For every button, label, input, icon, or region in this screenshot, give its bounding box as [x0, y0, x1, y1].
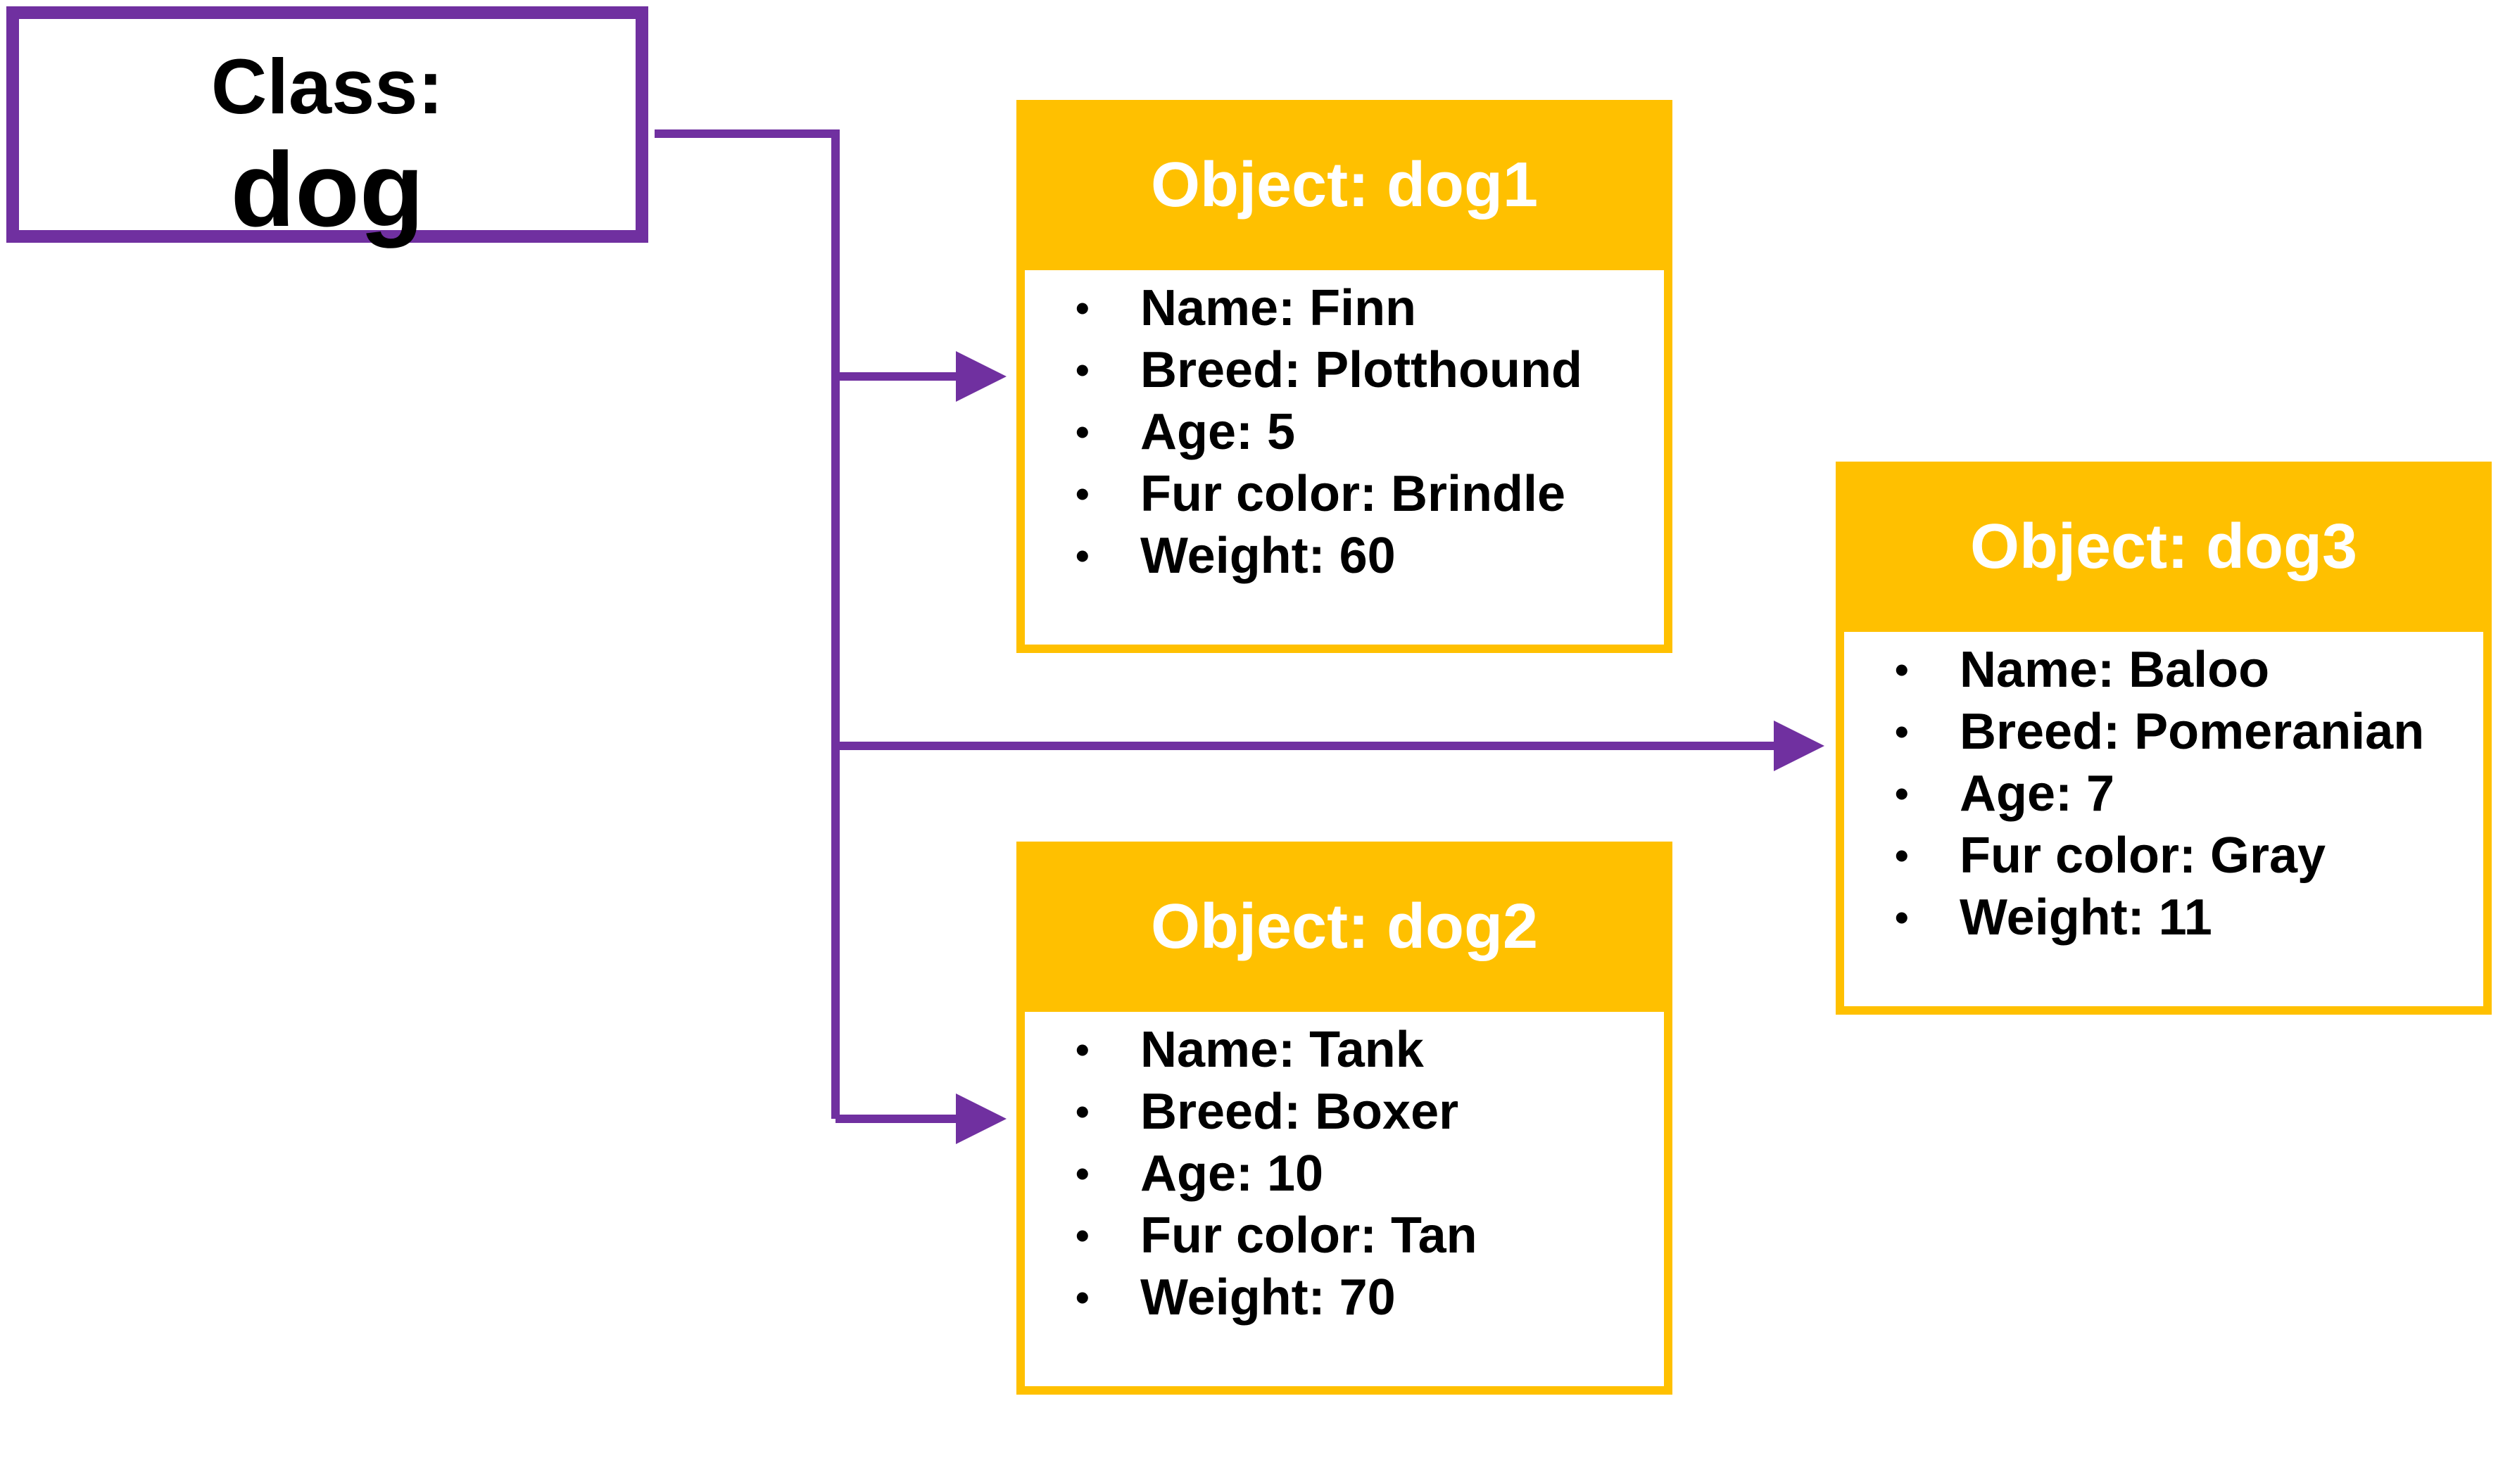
attribute-text: Breed: Boxer	[1140, 1084, 1459, 1140]
attribute-item: • Age: 7	[1844, 763, 2424, 825]
attribute-list: • Name: Tank • Breed: Boxer • Age: 10 • Fur …	[1025, 1019, 1477, 1328]
attribute-text: Fur color: Brindle	[1140, 466, 1566, 522]
bullet-icon: •	[1076, 286, 1090, 330]
bullet-icon: •	[1076, 533, 1090, 578]
attribute-text: Name: Finn	[1140, 280, 1417, 336]
attribute-text: Age: 7	[1960, 766, 2115, 822]
object-title: Object: dog1	[1016, 100, 1672, 270]
attribute-text: Name: Baloo	[1960, 642, 2270, 698]
attribute-text: Age: 10	[1140, 1146, 1324, 1202]
object-card-dog3: Object: dog3 • Name: Baloo • Breed: Pomera…	[1836, 462, 2492, 1015]
bullet-icon: •	[1895, 895, 1909, 939]
attribute-item: • Weight: 60	[1025, 525, 1582, 587]
attribute-item: • Name: Baloo	[1844, 639, 2424, 701]
bullet-icon: •	[1076, 471, 1090, 516]
attribute-text: Weight: 70	[1140, 1269, 1396, 1326]
bullet-icon: •	[1076, 1213, 1090, 1257]
bullet-icon: •	[1895, 709, 1909, 754]
attribute-item: • Fur color: Tan	[1025, 1205, 1477, 1267]
attribute-text: Name: Tank	[1140, 1022, 1424, 1078]
object-card-dog1: Object: dog1 • Name: Finn • Breed: Plottho…	[1016, 100, 1672, 653]
attribute-item: • Breed: Boxer	[1025, 1081, 1477, 1143]
class-box: Class: dog	[6, 6, 648, 248]
bullet-icon: •	[1895, 771, 1909, 816]
attribute-item: • Breed: Pomeranian	[1844, 701, 2424, 763]
bullet-icon: •	[1076, 1027, 1090, 1072]
attribute-list: • Name: Finn • Breed: Plotthound • Age: 5 •…	[1025, 277, 1582, 587]
bullet-icon: •	[1076, 410, 1090, 454]
attribute-text: Age: 5	[1140, 404, 1296, 460]
attribute-text: Weight: 11	[1960, 889, 2212, 946]
attribute-item: • Weight: 70	[1025, 1267, 1477, 1328]
bullet-icon: •	[1076, 348, 1090, 392]
attribute-item: • Age: 5	[1025, 401, 1582, 463]
bullet-icon: •	[1895, 833, 1909, 877]
attribute-item: • Fur color: Brindle	[1025, 463, 1582, 525]
attribute-text: Fur color: Tan	[1140, 1207, 1477, 1264]
bullet-icon: •	[1895, 647, 1909, 692]
attribute-item: • Name: Finn	[1025, 277, 1582, 339]
attribute-text: Fur color: Gray	[1960, 827, 2326, 884]
attribute-text: Weight: 60	[1140, 528, 1396, 584]
class-label: Class:	[210, 44, 444, 130]
attribute-list: •Name: Baloo •Breed: Pomeranian •Age: 7 …	[1844, 639, 2424, 949]
attribute-item: • Breed: Plotthound	[1025, 339, 1582, 401]
connector-trunk	[655, 129, 840, 1119]
attribute-item: • Age: 10	[1025, 1143, 1477, 1205]
attribute-item: • Name: Tank	[1025, 1019, 1477, 1081]
bullet-icon: •	[1076, 1275, 1090, 1319]
attribute-text: Breed: Pomeranian	[1960, 704, 2425, 760]
attribute-text: Breed: Plotthound	[1140, 342, 1582, 398]
bullet-icon: •	[1076, 1151, 1090, 1196]
object-title: Object: dog3	[1836, 462, 2492, 632]
attribute-item: • Weight: 11	[1844, 887, 2424, 949]
object-card-dog2: Object: dog2 • Name: Tank • Breed: Boxer •…	[1016, 842, 1672, 1395]
class-name: dog	[230, 130, 424, 248]
attribute-item: • Fur color: Gray	[1844, 825, 2424, 887]
bullet-icon: •	[1076, 1089, 1090, 1134]
object-title: Object: dog2	[1016, 842, 1672, 1012]
